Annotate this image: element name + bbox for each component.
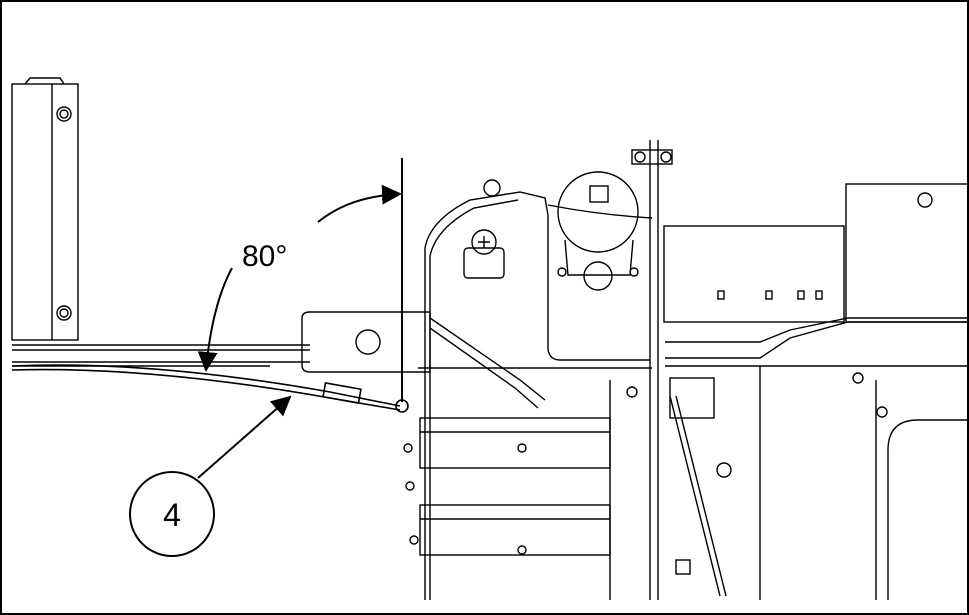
left-panel bbox=[11, 77, 79, 341]
vertical-post bbox=[626, 140, 732, 600]
callout-circle bbox=[129, 471, 215, 557]
base-plate bbox=[12, 317, 969, 367]
callout-leader bbox=[197, 395, 292, 479]
right-frame bbox=[663, 183, 969, 600]
angle-label: 80° bbox=[242, 240, 287, 273]
callout-number: 4 bbox=[163, 497, 181, 533]
fuel-cap bbox=[483, 171, 639, 291]
control-cable bbox=[11, 364, 409, 413]
angle-arc-upper bbox=[317, 184, 402, 223]
filler-knob bbox=[463, 229, 505, 279]
mounting-bracket bbox=[301, 311, 546, 409]
engine-block bbox=[403, 191, 653, 600]
angle-arc-lower bbox=[197, 267, 233, 372]
